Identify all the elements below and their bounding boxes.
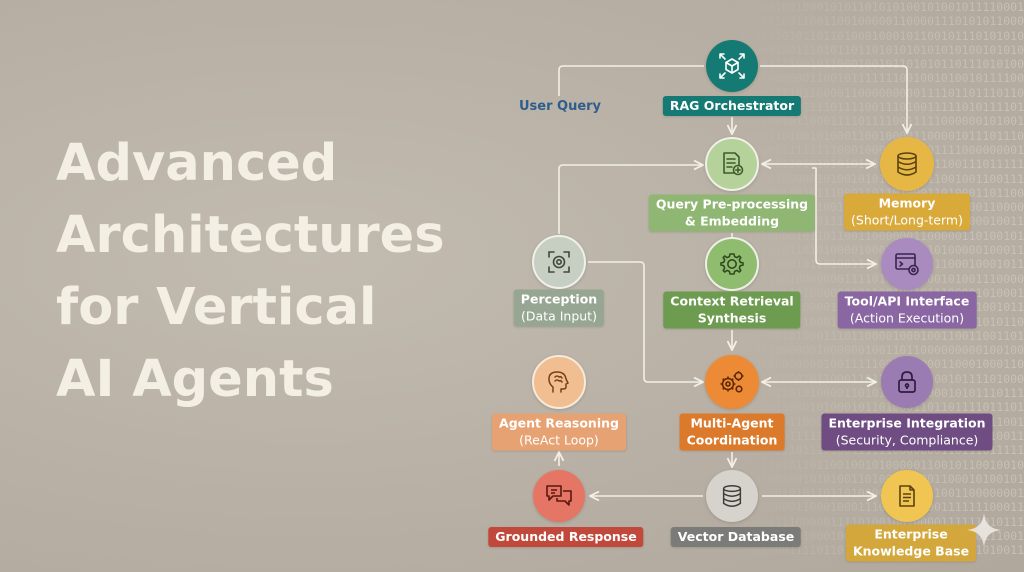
brain-gear-icon (705, 237, 759, 291)
query-preprocessing-label: Query Pre-processing & Embedding (648, 194, 816, 232)
vector-database-label: Vector Database (670, 527, 802, 547)
head-brain-icon (532, 355, 586, 409)
document-icon (881, 470, 933, 522)
multi-agent-label: Multi-Agent Coordination (679, 413, 785, 451)
enterprise-kb-label: Enterprise Knowledge Base (845, 524, 977, 562)
database-icon (880, 137, 934, 191)
grounded-response-label: Grounded Response (488, 527, 644, 547)
tool-api-label: Tool/API Interface (Action Execution) (837, 291, 977, 329)
agent-reasoning-label: Agent Reasoning (ReAct Loop) (492, 413, 626, 451)
document-add-icon (705, 137, 759, 191)
connector-perception-multiagent (588, 261, 703, 382)
connector-userquery-orchestrator (558, 65, 704, 96)
sparkle-icon (967, 513, 1001, 547)
terminal-gear-icon (881, 238, 933, 290)
lock-icon (881, 356, 933, 408)
title-line-4: AI Agents (56, 350, 334, 409)
slide-title: Advanced Architectures for Vertical AI A… (56, 128, 445, 416)
cube-network-icon (706, 40, 758, 92)
rag-orchestrator-label: RAG Orchestrator (662, 96, 802, 116)
title-line-1: Advanced (56, 134, 338, 193)
gears-icon (705, 355, 759, 409)
memory-label: Memory (Short/Long-term) (844, 193, 970, 231)
title-line-3: for Vertical (56, 278, 377, 337)
user-query-label: User Query (518, 99, 602, 114)
context-retrieval-label: Context Retrieval Synthesis (663, 291, 801, 329)
enterprise-integration-label: Enterprise Integration (Security, Compli… (821, 413, 993, 451)
connector-preprocessing-toolapi (812, 167, 876, 264)
camera-lens-icon (532, 235, 586, 289)
connector-perception-preprocessing (558, 165, 703, 234)
connector-orchestrator-memory (760, 65, 907, 133)
title-line-2: Architectures (56, 206, 445, 265)
chat-bubbles-icon (533, 470, 585, 522)
database-icon (706, 470, 758, 522)
perception-label: Perception (Data Input) (513, 289, 605, 327)
